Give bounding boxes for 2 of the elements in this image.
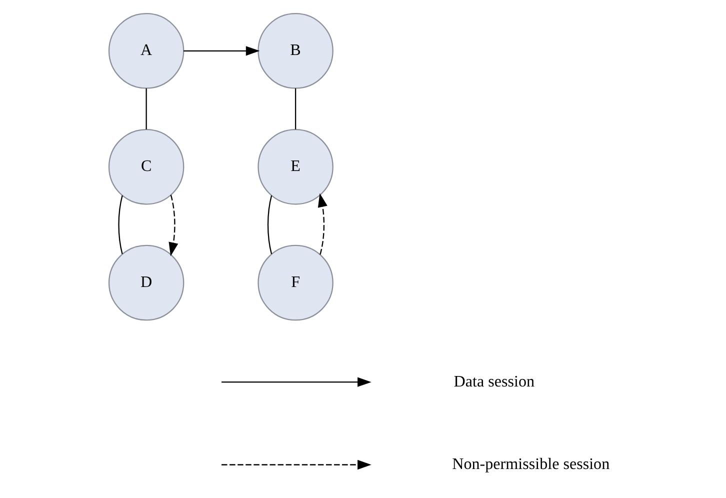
legend-label: Non-permissible session <box>452 455 610 472</box>
legend-label: Data session <box>454 372 535 390</box>
